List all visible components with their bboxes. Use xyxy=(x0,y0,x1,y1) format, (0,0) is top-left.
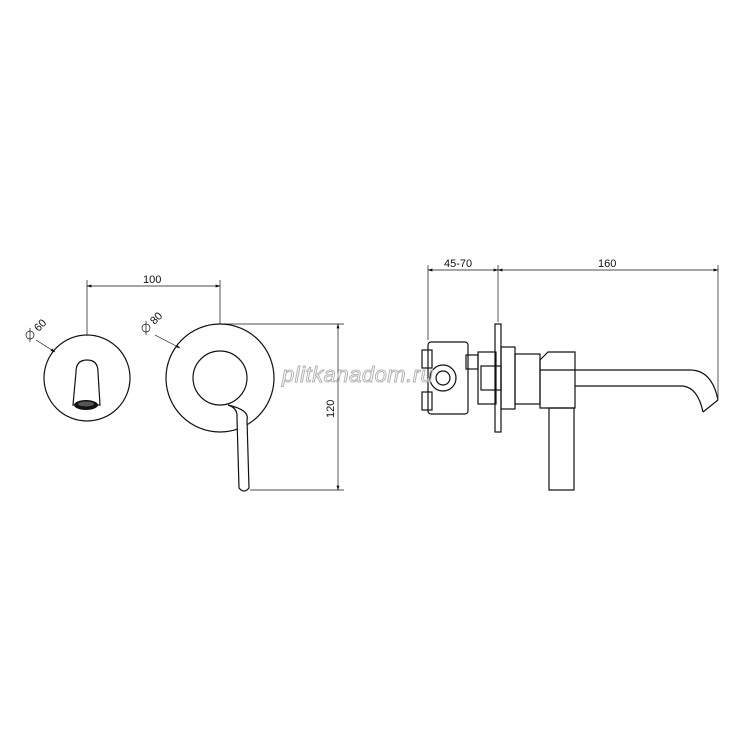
plate-diameter-label: 80 xyxy=(148,310,165,327)
dimension-center-distance: 100 xyxy=(86,274,221,335)
mixer-side-view xyxy=(421,323,719,491)
height-label: 120 xyxy=(325,400,337,418)
outlet-plate-front-view xyxy=(43,334,131,422)
dimension-plate-diameter: 80 xyxy=(141,310,181,349)
dimension-outlet-diameter: 60 xyxy=(25,317,56,353)
spout-projection-label: 160 xyxy=(598,258,616,270)
dimension-wall-depth: 45-70 xyxy=(427,258,499,340)
center-distance-label: 100 xyxy=(143,274,161,286)
watermark-text: plitkanadom.ru xyxy=(281,362,433,387)
dimension-spout-projection: 160 xyxy=(497,258,719,398)
wall-depth-label: 45-70 xyxy=(444,258,472,270)
dimension-height: 120 xyxy=(220,323,344,491)
mixer-plate-front-view xyxy=(165,323,275,492)
outlet-diameter-label: 60 xyxy=(32,317,49,334)
